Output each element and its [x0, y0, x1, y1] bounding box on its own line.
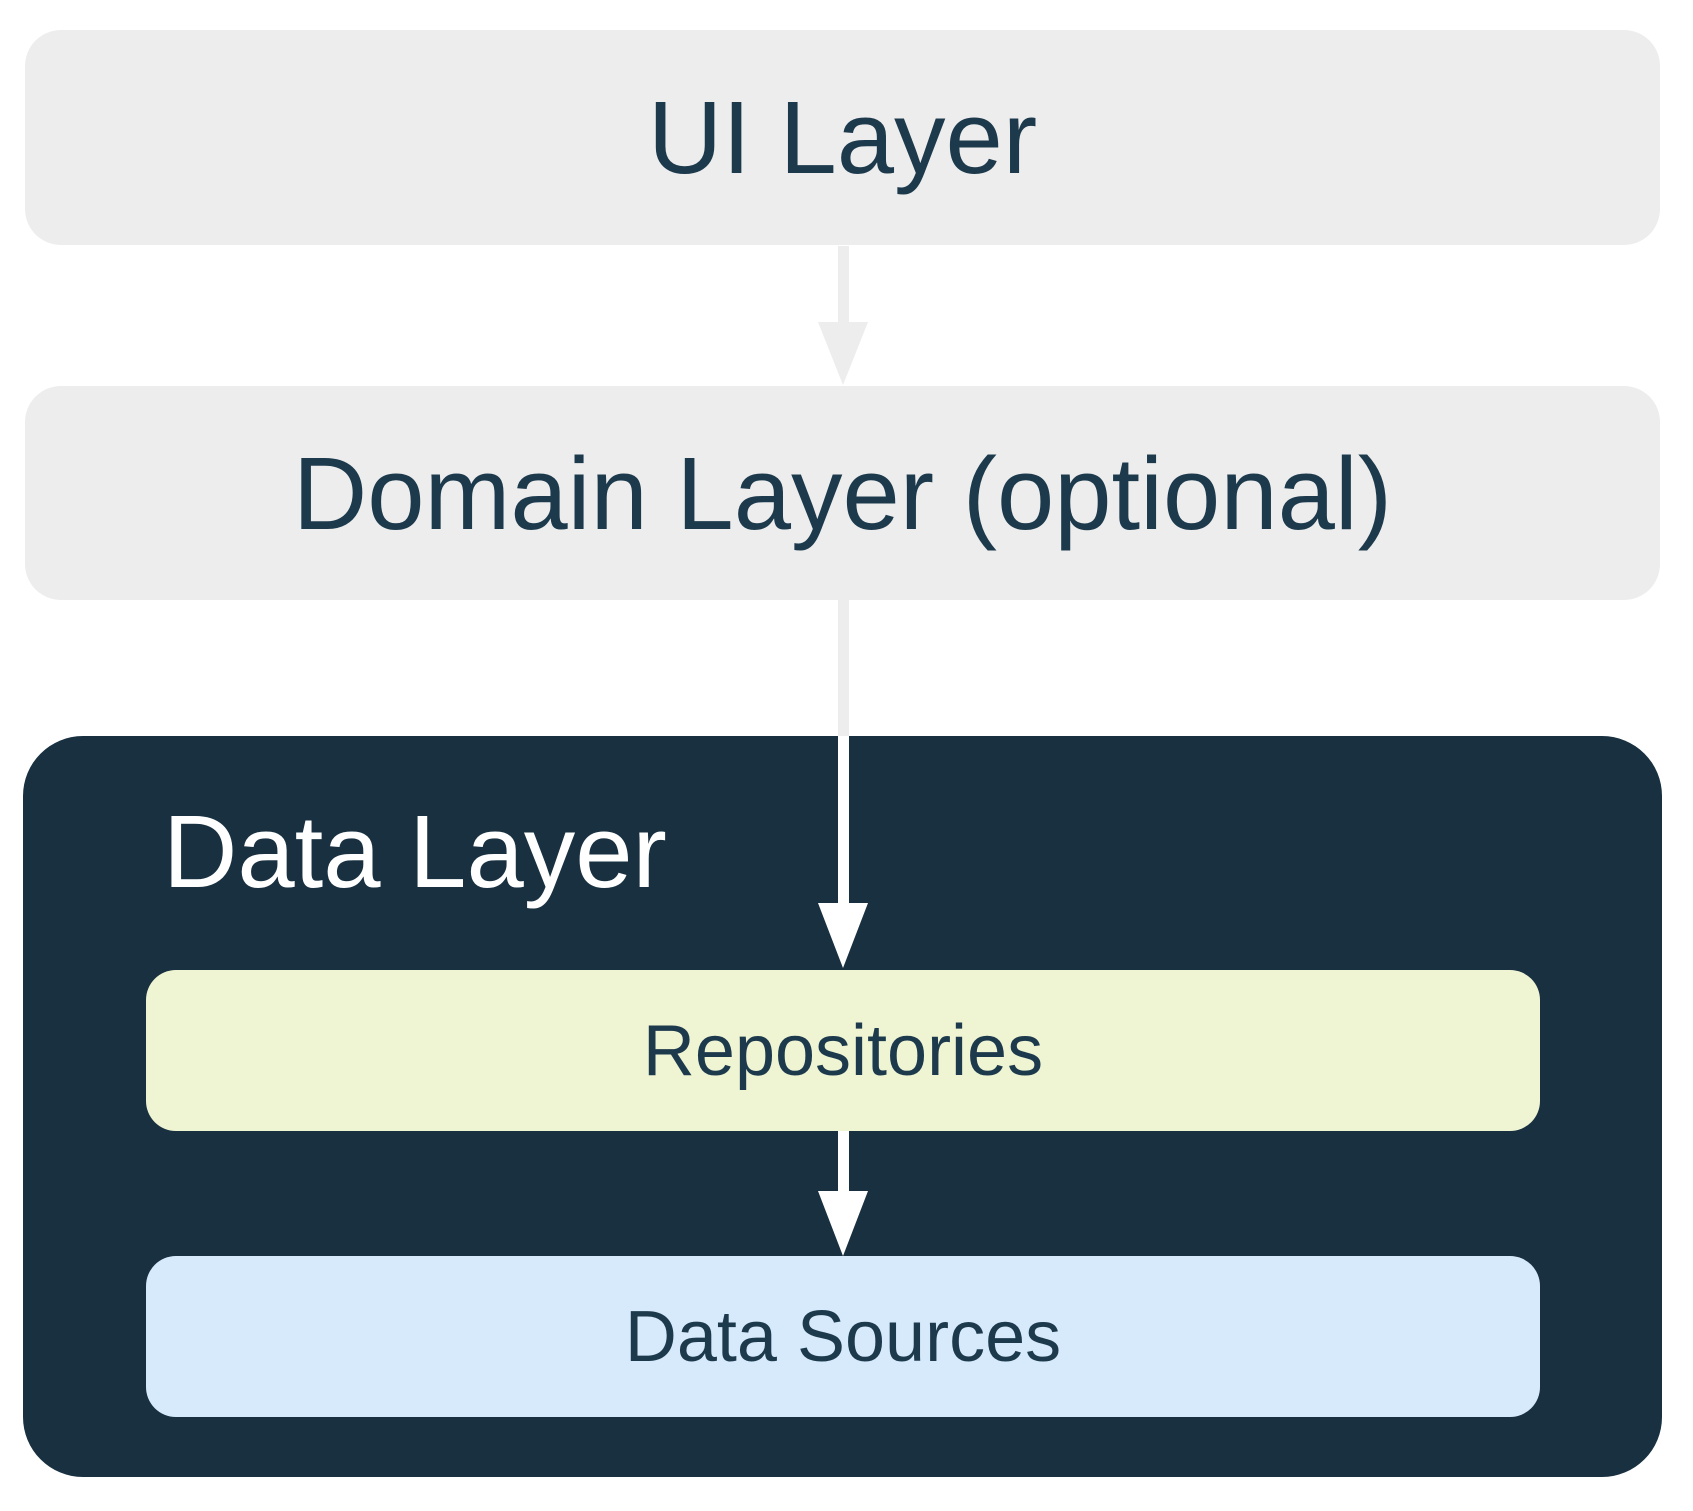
ui-layer-label: UI Layer: [647, 80, 1038, 195]
arrow-ui-to-domain-stem: [838, 246, 849, 322]
domain-layer-box: Domain Layer (optional): [25, 386, 1660, 600]
domain-layer-label: Domain Layer (optional): [292, 435, 1393, 551]
repositories-box: Repositories: [146, 970, 1540, 1131]
ui-layer-box: UI Layer: [25, 30, 1660, 245]
data-layer-label: Data Layer: [163, 794, 667, 909]
data-sources-label: Data Sources: [624, 1296, 1062, 1377]
arrow-repositories-to-data-sources-head-icon: [818, 1191, 868, 1256]
arrow-ui-to-domain-head-icon: [818, 322, 868, 385]
arrow-domain-to-repositories-stem-white: [838, 736, 849, 903]
repositories-label: Repositories: [642, 1010, 1044, 1091]
arrow-domain-to-repositories-head-icon: [818, 903, 868, 968]
arrow-domain-to-repositories-stem-gray: [838, 600, 849, 736]
data-sources-box: Data Sources: [146, 1256, 1540, 1417]
arrow-repositories-to-data-sources-stem: [838, 1131, 849, 1191]
